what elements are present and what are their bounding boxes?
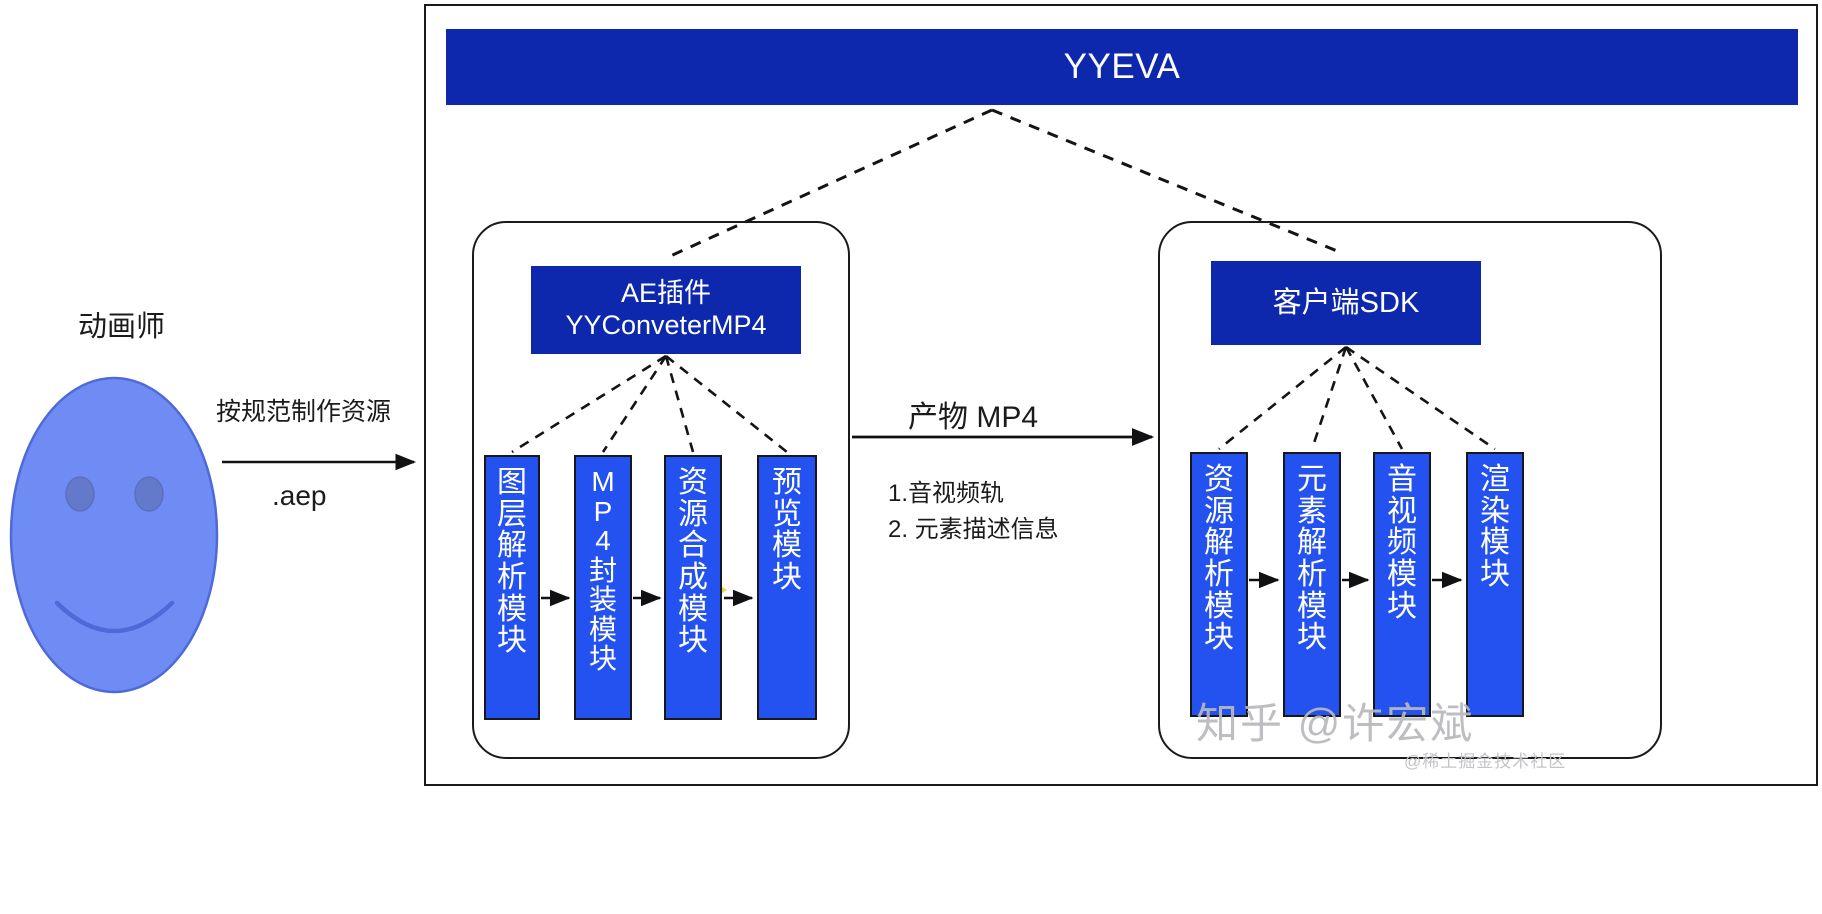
module-label-char: 源: [678, 497, 708, 531]
module-label-char: 块: [772, 560, 802, 594]
module-label-char: 模: [1480, 526, 1510, 560]
group-ae-plugin: [472, 221, 850, 759]
module-label-char: 析: [497, 560, 527, 594]
module-label-char: 析: [1204, 557, 1234, 591]
banner-yyeva: YYEVA: [446, 29, 1798, 105]
banner-title: YYEVA: [1063, 47, 1181, 86]
module-label-char: 块: [1297, 621, 1327, 655]
label-aep-file: .aep: [272, 480, 327, 511]
module-label-char: 合: [678, 529, 708, 563]
system-boundary: [424, 4, 1818, 786]
node-ae-plugin-line2: YYConveterMP4: [565, 310, 767, 340]
module-label-char: 装: [588, 584, 617, 616]
module-label-char: 资: [1204, 463, 1234, 496]
module-label-char: 块: [497, 624, 527, 658]
module-label-char: 频: [1387, 526, 1417, 560]
module-av[interactable]: 音视频模块: [1373, 452, 1431, 717]
module-asset-compose[interactable]: 资源合成模块: [664, 455, 722, 720]
module-label-char: P: [593, 495, 613, 527]
module-label-char: 块: [1204, 621, 1234, 655]
module-label-char: 览: [772, 497, 802, 531]
module-label-char: 模: [772, 529, 802, 563]
module-label-char: 资: [678, 466, 708, 499]
module-label-char: 染: [1480, 494, 1510, 528]
module-label-char: 渲: [1480, 463, 1510, 496]
module-label-char: 视: [1387, 494, 1417, 528]
module-label-char: 块: [588, 643, 617, 675]
module-label-char: 成: [678, 560, 708, 594]
module-label-char: 预: [772, 466, 802, 499]
module-element-parse[interactable]: 元素解析模块: [1283, 452, 1341, 717]
module-label-char: 块: [1387, 589, 1417, 623]
module-label-char: 层: [497, 497, 527, 531]
module-asset-parse[interactable]: 资源解析模块: [1190, 452, 1248, 717]
watermark-author: 知乎 @许宏斌: [1196, 700, 1475, 747]
module-label-char: 块: [678, 624, 708, 658]
module-label-char: M: [591, 466, 615, 497]
module-label-char: 解: [1297, 526, 1327, 560]
module-label-char: 析: [1297, 557, 1327, 591]
label-note-av-track: 1.音视频轨: [888, 480, 1005, 507]
module-label-char: 封: [588, 554, 617, 586]
module-layer-parse[interactable]: 图层解析模块: [484, 455, 540, 720]
module-label-char: 图: [497, 466, 527, 499]
module-label-char: 模: [1204, 589, 1234, 623]
module-label-char: 模: [588, 613, 617, 645]
label-spec-production: 按规范制作资源: [216, 398, 392, 426]
module-render[interactable]: 渲染模块: [1466, 452, 1524, 717]
node-ae-plugin[interactable]: AE插件 YYConveterMP4: [531, 266, 801, 354]
module-label-char: 源: [1204, 494, 1234, 528]
module-label-char: 元: [1297, 463, 1327, 496]
smiley-face-icon: [9, 376, 219, 694]
module-label-char: 块: [1480, 557, 1510, 591]
label-note-element-desc: 2. 元素描述信息: [888, 516, 1059, 543]
module-label-char: 模: [678, 592, 708, 626]
node-ae-plugin-line1: AE插件: [620, 278, 712, 309]
label-output-mp4: 产物 MP4: [908, 401, 1039, 434]
watermark-community: @稀土掘金技术社区: [1404, 752, 1567, 771]
module-label-char: 解: [1204, 526, 1234, 560]
module-label-char: 模: [1297, 589, 1327, 623]
module-label-char: 素: [1297, 494, 1327, 528]
group-client-sdk: [1158, 221, 1662, 759]
node-client-sdk-label: 客户端SDK: [1272, 286, 1420, 319]
module-label-char: 解: [497, 529, 527, 563]
label-animator: 动画师: [78, 311, 166, 343]
module-label-char: 模: [497, 592, 527, 626]
node-client-sdk[interactable]: 客户端SDK: [1211, 261, 1481, 345]
module-label-char: 模: [1387, 557, 1417, 591]
module-label-char: 4: [595, 525, 611, 557]
module-label-char: 音: [1387, 463, 1417, 496]
module-preview[interactable]: 预览模块: [757, 455, 817, 720]
